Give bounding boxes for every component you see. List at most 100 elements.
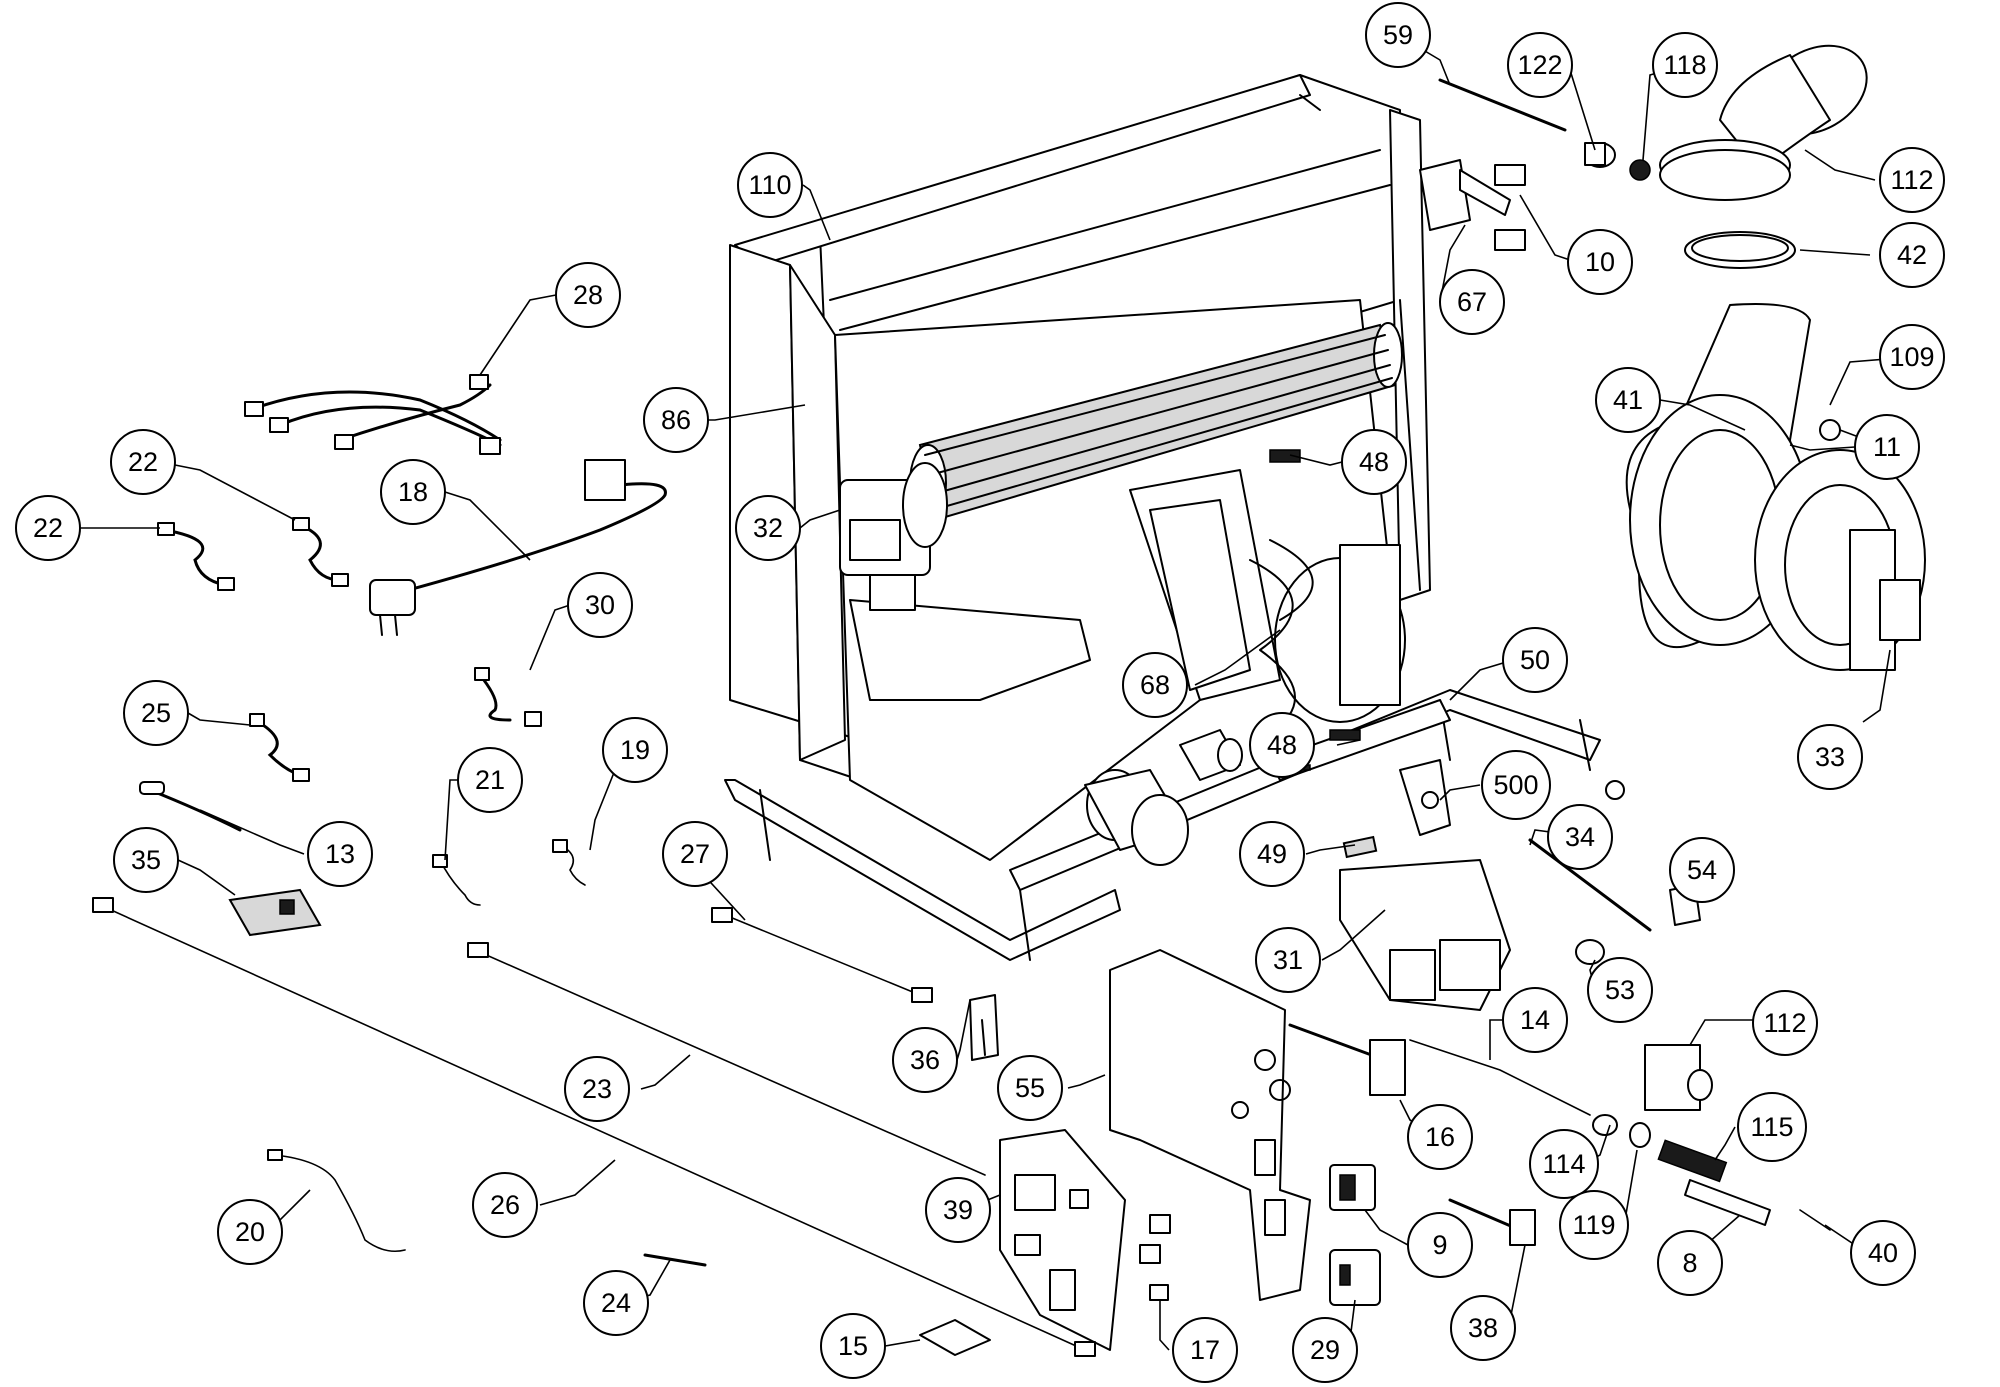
- callout-label: 112: [1890, 165, 1933, 195]
- callout-label: 38: [1468, 1313, 1498, 1343]
- sensor-13: [139, 781, 242, 832]
- mounting-plate-55: [1109, 949, 1311, 1301]
- callout-38: 38: [1450, 1295, 1516, 1361]
- callout-label: 42: [1897, 240, 1927, 270]
- rod-34: [1528, 838, 1652, 932]
- callout-20: 20: [217, 1199, 283, 1265]
- bracket-500: [1399, 759, 1451, 836]
- callout-11: 11: [1854, 414, 1920, 480]
- callout-label: 19: [620, 735, 650, 765]
- wire-25: [249, 713, 310, 782]
- callout-label: 122: [1517, 50, 1562, 80]
- callout-33: 33: [1797, 724, 1863, 790]
- callout-53: 53: [1587, 957, 1653, 1023]
- gasket-ring-42: [1684, 231, 1796, 269]
- clip-48b: [1329, 729, 1361, 741]
- callout-28: 28: [555, 262, 621, 328]
- callout-label: 109: [1889, 342, 1934, 372]
- callout-label: 54: [1687, 855, 1717, 885]
- callout-55: 55: [997, 1055, 1063, 1121]
- callout-9: 9: [1407, 1212, 1473, 1278]
- callout-label: 27: [680, 839, 710, 869]
- callout-118: 118: [1652, 32, 1718, 98]
- callout-34: 34: [1547, 804, 1613, 870]
- pcb-39: [999, 1129, 1126, 1351]
- wire-20: [267, 1149, 406, 1253]
- callout-21: 21: [457, 747, 523, 813]
- callout-40: 40: [1850, 1220, 1916, 1286]
- callout-label: 25: [141, 698, 171, 728]
- thermocouple-14: [1409, 1039, 1591, 1116]
- washer-53: [1575, 939, 1605, 965]
- callout-label: 13: [325, 839, 355, 869]
- callout-112-top: 112: [1879, 147, 1945, 213]
- callout-label: 41: [1613, 385, 1643, 415]
- callout-label: 67: [1457, 287, 1487, 317]
- callout-500: 500: [1481, 750, 1551, 820]
- callout-label: 22: [33, 513, 63, 543]
- callout-122: 122: [1507, 32, 1573, 98]
- callout-label: 48: [1267, 730, 1297, 760]
- callout-label: 50: [1520, 645, 1550, 675]
- callout-110: 110: [737, 152, 803, 218]
- callout-label: 118: [1663, 50, 1706, 80]
- wire-harness-28: [244, 374, 502, 455]
- callout-label: 112: [1763, 1008, 1806, 1038]
- callout-label: 59: [1383, 20, 1413, 50]
- callout-22-lower: 22: [15, 495, 81, 561]
- wire-30: [474, 667, 542, 727]
- switch-9: [1329, 1164, 1376, 1211]
- callout-35: 35: [113, 827, 179, 893]
- callout-54: 54: [1669, 837, 1735, 903]
- callout-label: 55: [1015, 1073, 1045, 1103]
- callout-25: 25: [123, 680, 189, 746]
- callout-27: 27: [662, 821, 728, 887]
- callout-39: 39: [925, 1177, 991, 1243]
- callout-label: 14: [1520, 1005, 1550, 1035]
- fitting-119: [1629, 1122, 1651, 1148]
- small-ring-55-area: [1605, 780, 1625, 800]
- pin-8: [1684, 1179, 1771, 1226]
- callout-label: 31: [1273, 945, 1303, 975]
- callout-18: 18: [380, 459, 446, 525]
- auger-assembly: [1129, 469, 1406, 741]
- wire-23: [467, 942, 986, 1176]
- elbow-112: [1659, 44, 1868, 201]
- callout-41: 41: [1595, 367, 1661, 433]
- wire-26: [92, 897, 1096, 1357]
- clip-48a: [1269, 449, 1301, 463]
- wire-22a: [292, 517, 349, 587]
- callout-23: 23: [564, 1056, 630, 1122]
- callout-48-upper: 48: [1341, 429, 1407, 495]
- callout-label: 17: [1190, 1335, 1220, 1365]
- callout-label: 15: [838, 1331, 868, 1361]
- callout-label: 16: [1425, 1122, 1455, 1152]
- callout-68: 68: [1122, 652, 1188, 718]
- sensor-16: [1288, 1023, 1406, 1096]
- callout-42: 42: [1879, 222, 1945, 288]
- callout-label: 26: [490, 1190, 520, 1220]
- callout-109: 109: [1879, 324, 1945, 390]
- callout-label: 48: [1359, 447, 1389, 477]
- switch-10: [1494, 164, 1526, 251]
- callout-14: 14: [1502, 987, 1568, 1053]
- callout-label: 22: [128, 447, 158, 477]
- callout-22-upper: 22: [110, 429, 176, 495]
- connector-38: [1448, 1198, 1536, 1246]
- callout-48-lower: 48: [1249, 712, 1315, 778]
- power-cord-18: [369, 459, 667, 636]
- callout-15: 15: [820, 1313, 886, 1379]
- callout-label: 8: [1682, 1248, 1697, 1278]
- nut-114: [1592, 1114, 1618, 1136]
- fan-motor: [839, 462, 948, 611]
- callout-67: 67: [1439, 269, 1505, 335]
- callout-label: 34: [1565, 822, 1595, 852]
- callout-label: 115: [1750, 1112, 1793, 1142]
- bracket-67: [1419, 159, 1511, 231]
- igniter-tube: [1084, 769, 1189, 866]
- wire-19: [552, 839, 586, 886]
- callout-label: 24: [601, 1288, 631, 1318]
- callout-label: 36: [910, 1045, 940, 1075]
- callout-49: 49: [1239, 821, 1305, 887]
- callout-86: 86: [643, 387, 709, 453]
